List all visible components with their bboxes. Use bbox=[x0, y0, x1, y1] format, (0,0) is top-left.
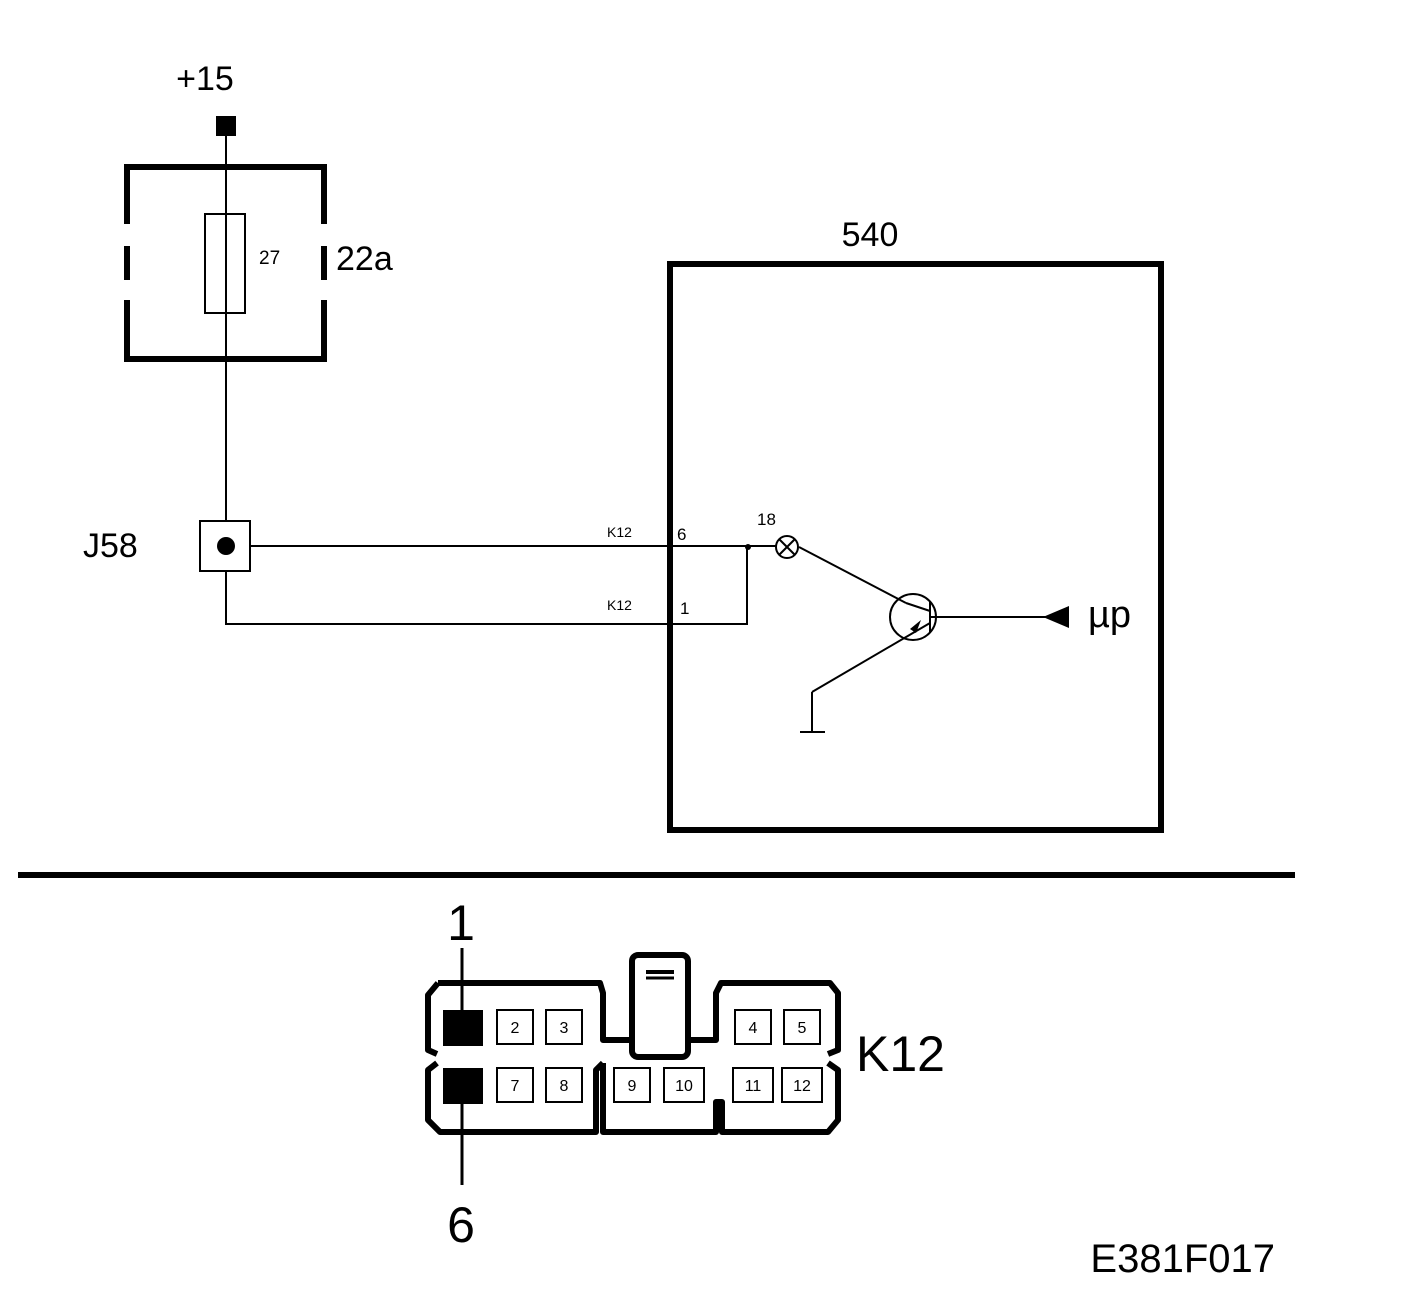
connector-pin: 5 bbox=[783, 1009, 821, 1045]
svg-text:9: 9 bbox=[628, 1078, 637, 1095]
connector-pin: 3 bbox=[545, 1009, 583, 1045]
callout-pin-6: 6 bbox=[447, 1197, 475, 1253]
svg-text:4: 4 bbox=[749, 1020, 758, 1037]
svg-text:10: 10 bbox=[675, 1078, 693, 1095]
connector-pin: 9 bbox=[613, 1067, 651, 1103]
indicator-lamp-icon bbox=[775, 535, 799, 559]
emitter-arrow-icon bbox=[910, 620, 921, 633]
fuse-box-label: 22a bbox=[336, 240, 393, 278]
lamp-number: 18 bbox=[757, 510, 776, 529]
connector-pin-filled bbox=[443, 1068, 483, 1104]
connector-pin: 7 bbox=[496, 1067, 534, 1103]
transistor-icon bbox=[811, 593, 1046, 693]
svg-text:12: 12 bbox=[793, 1078, 811, 1095]
junction-label: J58 bbox=[83, 527, 138, 565]
connector-pin-filled bbox=[443, 1010, 483, 1046]
connector-pin: 2 bbox=[496, 1009, 534, 1045]
figure-code: E381F017 bbox=[1090, 1237, 1275, 1281]
connector-view-label: K12 bbox=[856, 1026, 945, 1082]
svg-text:3: 3 bbox=[560, 1020, 569, 1037]
control-unit-label: 540 bbox=[842, 216, 899, 254]
svg-text:11: 11 bbox=[745, 1078, 762, 1095]
wire-connector-label: K12 bbox=[607, 597, 632, 613]
supply-terminal bbox=[216, 116, 236, 136]
wire-connector-label: K12 bbox=[607, 524, 632, 540]
connector-latch bbox=[629, 952, 691, 1060]
connector-pin: 12 bbox=[781, 1067, 823, 1103]
svg-text:7: 7 bbox=[511, 1078, 520, 1095]
junction-node bbox=[217, 537, 235, 555]
lamp-to-transistor-wire bbox=[798, 546, 907, 604]
svg-text:5: 5 bbox=[798, 1020, 807, 1037]
harness-wires bbox=[225, 545, 783, 625]
wire-junction-dot bbox=[745, 544, 751, 550]
connector-pin: 8 bbox=[545, 1067, 583, 1103]
control-unit-box bbox=[667, 261, 1164, 833]
ground-icon bbox=[800, 692, 825, 733]
input-arrow-icon bbox=[1043, 606, 1069, 628]
microprocessor-label: µp bbox=[1088, 594, 1131, 636]
svg-text:8: 8 bbox=[560, 1078, 569, 1095]
svg-text:2: 2 bbox=[511, 1020, 520, 1037]
supply-label: +15 bbox=[176, 60, 234, 98]
fuse-number: 27 bbox=[259, 248, 280, 269]
connector-pin: 10 bbox=[663, 1067, 705, 1103]
wire-pin-label: 1 bbox=[680, 599, 689, 618]
connector-pin: 4 bbox=[734, 1009, 772, 1045]
wire-pin-label: 6 bbox=[677, 525, 686, 544]
connector-pin: 11 bbox=[732, 1067, 774, 1103]
callout-pin-1: 1 bbox=[447, 895, 475, 951]
connector-housing bbox=[425, 980, 841, 1135]
